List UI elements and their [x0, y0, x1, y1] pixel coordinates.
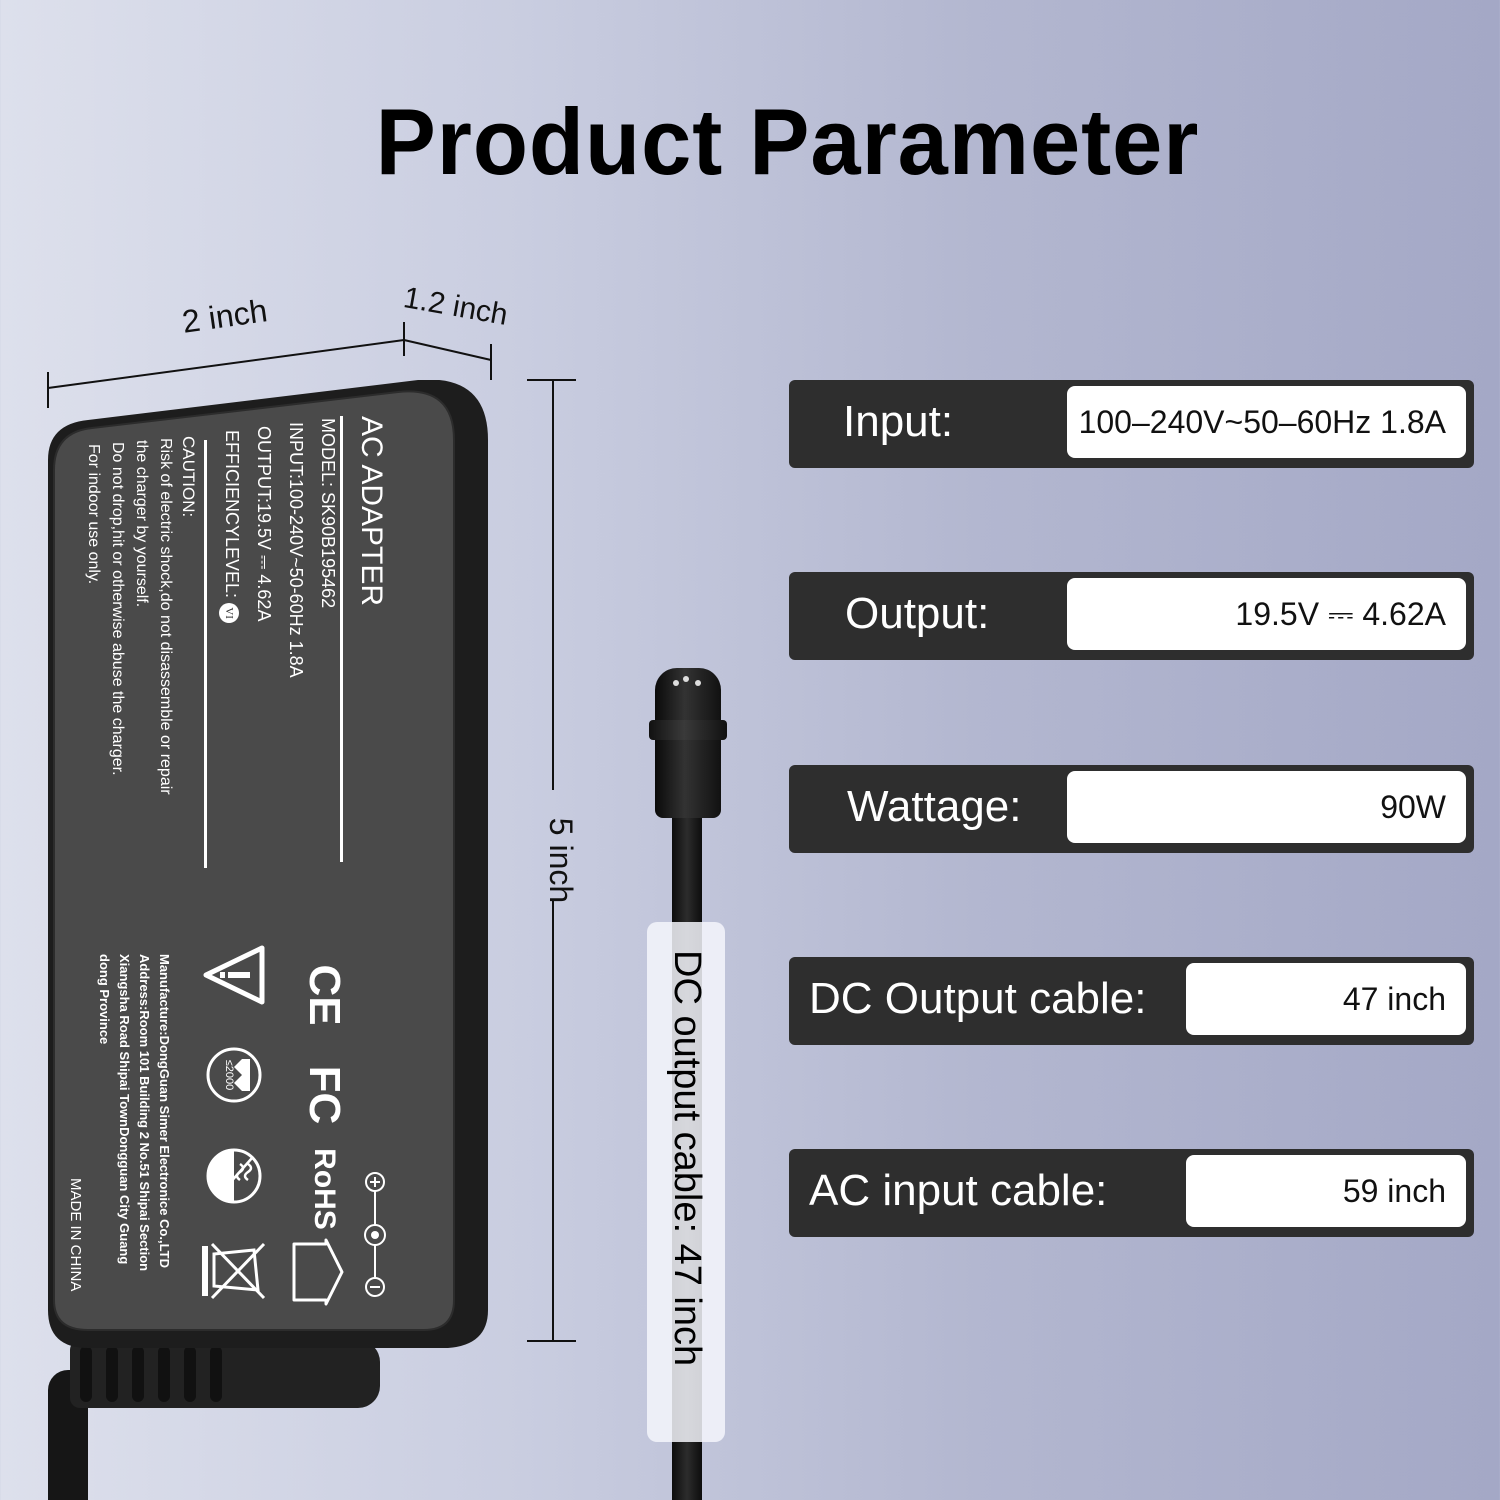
spec-key: Wattage:: [847, 782, 1022, 831]
adapter-input: INPUT:100-240V~50-60Hz 1.8A: [286, 422, 306, 678]
depth-dimension-label: 1.2 inch: [401, 281, 511, 332]
manufacturer-line: Address:Room 101 Building 2 No.51 Shipai…: [137, 954, 152, 1272]
altitude-2000-icon: ≤2000: [206, 1047, 262, 1103]
indoor-use-house-icon: [292, 1238, 344, 1306]
spec-key: DC Output cable:: [809, 974, 1147, 1023]
made-in-label: MADE IN CHINA: [67, 1178, 84, 1292]
width-dimension-label: 2 inch: [179, 292, 270, 340]
spec-key: Input:: [843, 397, 954, 446]
dry-location-icon: [206, 1148, 262, 1204]
fcc-mark-icon: FC: [300, 1065, 349, 1125]
efficiency-badge: VI: [219, 603, 239, 624]
spec-value: 47 inch: [1186, 963, 1466, 1035]
cable-tag-background: [647, 922, 725, 1442]
spec-row-ac-cable: AC input cable: 59 inch: [789, 1149, 1474, 1237]
cable-tag-label: DC output cable: 47 inch: [666, 950, 708, 1367]
adapter-illustration: AC ADAPTER MODEL: SK90B195462 INPUT:100-…: [48, 380, 488, 1355]
label-divider: [340, 416, 343, 862]
spec-value: 90W: [1067, 771, 1466, 843]
spec-key: Output:: [845, 589, 990, 638]
polarity-symbol-icon: [364, 1172, 386, 1297]
warning-triangle-icon: [203, 945, 265, 1005]
manufacturer-line: Manufacture:DongGuan Simer Electronice C…: [157, 954, 172, 1268]
adapter-efficiency: EFFICIENCYLEVEL: VI: [219, 430, 242, 624]
rohs-mark-icon: RoHS: [308, 1148, 341, 1230]
adapter-heading: AC ADAPTER: [355, 416, 388, 607]
spec-row-output: Output: 19.5V ⎓ 4.62A: [789, 572, 1474, 660]
ce-mark-icon: CE: [300, 964, 349, 1026]
spec-key: AC input cable:: [809, 1166, 1108, 1215]
cord-strain-relief: [70, 1340, 380, 1408]
length-dimension-label: 5 inch: [543, 817, 580, 904]
caution-line: For indoor use only.: [85, 444, 102, 585]
spec-row-dc-cable: DC Output cable: 47 inch: [789, 957, 1474, 1045]
adapter-output: OUTPUT:19.5V ⎓ 4.62A: [254, 426, 274, 622]
spec-value: 59 inch: [1186, 1155, 1466, 1227]
manufacturer-line: Xiangsha Road Shipai TownDongguan City G…: [117, 954, 132, 1265]
label-divider-2: [204, 440, 207, 868]
spec-row-input: Input: 100–240V~50–60Hz 1.8A: [789, 380, 1474, 468]
caution-line: the charger by yourself.: [133, 440, 150, 608]
caution-line: Risk of electric shock,do not disassembl…: [157, 438, 174, 795]
spec-value: 19.5V ⎓ 4.62A: [1067, 578, 1466, 650]
caution-line: Do not drop,hit or otherwise abuse the c…: [109, 442, 126, 776]
weee-bin-icon: [202, 1242, 266, 1300]
spec-value: 100–240V~50–60Hz 1.8A: [1067, 386, 1466, 458]
page-title: Product Parameter: [375, 89, 1200, 194]
adapter-body: [48, 380, 488, 1348]
adapter-model: MODEL: SK90B195462: [318, 418, 338, 609]
svg-text:≤2000: ≤2000: [223, 1060, 235, 1091]
spec-row-wattage: Wattage: 90W: [789, 765, 1474, 853]
efficiency-label: EFFICIENCYLEVEL:: [222, 430, 242, 599]
manufacturer-line: dong Province: [97, 954, 112, 1045]
dc-plug-connector: [649, 668, 727, 818]
caution-heading: CAUTION:: [179, 436, 198, 518]
